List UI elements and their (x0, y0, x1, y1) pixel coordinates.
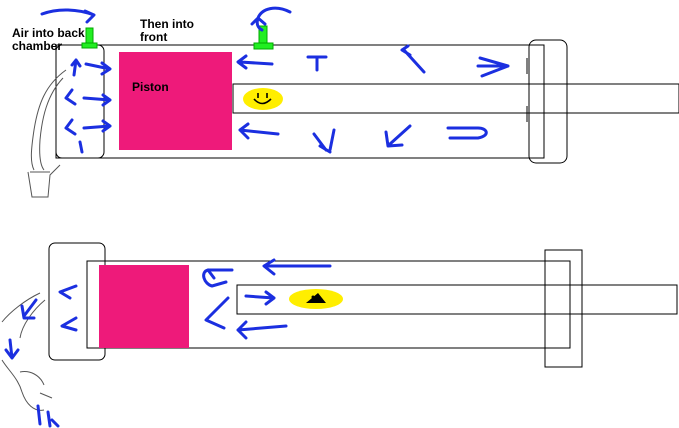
hand-pump-icon (27, 69, 67, 198)
bottom-piston-rod (236, 284, 678, 315)
then-into-front-line2: front (140, 30, 168, 44)
valve-icon (253, 25, 274, 50)
bottom-cylinder (48, 242, 678, 368)
flow-arrow-icon (4, 258, 332, 428)
top-piston-rod (232, 83, 679, 114)
top-piston (119, 52, 232, 150)
air-into-back-line1: Air into back (12, 26, 85, 40)
air-into-back-line2: chamber (12, 39, 63, 53)
top-back-endcap (55, 44, 105, 159)
hand-pump-icon (1, 292, 53, 411)
bottom-piston (99, 265, 189, 348)
bottom-cylinder-body (86, 260, 571, 349)
smiley-face-icon (243, 88, 283, 110)
valve-icon (81, 27, 98, 49)
air-into-back-label: Air into back chamber (12, 27, 85, 53)
top-cylinder (55, 39, 679, 164)
top-front-endcap (528, 39, 568, 164)
piston-label: Piston (132, 80, 169, 94)
then-into-front-line1: Then into (140, 17, 194, 31)
then-into-front-label: Then into front (140, 18, 194, 44)
bottom-front-endcap (544, 249, 583, 368)
flow-arrow-icon (40, 6, 510, 154)
worried-face-icon (289, 289, 343, 309)
